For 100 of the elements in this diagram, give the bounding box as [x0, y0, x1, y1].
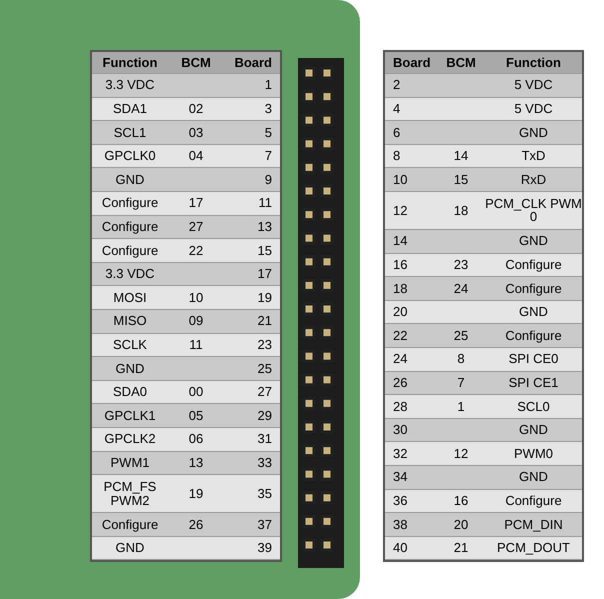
- board-pin-number: 32: [393, 446, 408, 460]
- board-pin-number: 27: [258, 385, 272, 399]
- board-pin-number: 1: [264, 78, 272, 92]
- board-pin-number: 4: [393, 102, 400, 116]
- board-pin-number: 7: [264, 149, 272, 163]
- pin-function: GND: [519, 305, 548, 319]
- pin-function: Configure: [102, 196, 158, 210]
- board-pin-number: 22: [393, 328, 408, 342]
- pin-function: SPI CE1: [508, 376, 558, 390]
- column-header: BCM: [446, 56, 476, 70]
- pin-function: 5 VDC: [514, 102, 553, 116]
- board-pin-number: 14: [393, 234, 408, 248]
- board-pin-number: 31: [258, 432, 272, 446]
- board-pin-number: 21: [258, 314, 272, 328]
- pin-function: GND: [116, 172, 144, 186]
- board-pin-number: 12: [393, 204, 408, 218]
- board-pin-number: 34: [393, 470, 408, 484]
- board-pin-number: 28: [393, 400, 408, 414]
- board-pin-number: 25: [258, 362, 272, 376]
- board-pin-number: 5: [264, 126, 272, 140]
- board-pin-number: 9: [264, 172, 272, 186]
- pin-function: PCM_FS PWM2: [102, 480, 158, 508]
- board-pin-number: 26: [393, 376, 408, 390]
- board-pin-number: 29: [258, 408, 272, 422]
- bcm-number: 27: [188, 220, 204, 234]
- bcm-number: 15: [454, 172, 468, 186]
- pin-function: PWM0: [514, 446, 553, 460]
- board-pin-number: 40: [393, 541, 408, 555]
- pin-function: 3.3 VDC: [105, 78, 155, 92]
- bcm-number: 7: [457, 376, 465, 390]
- board-pin-number: 37: [258, 518, 272, 532]
- pin-function: Configure: [102, 518, 158, 532]
- board-pin-number: 3: [264, 102, 272, 116]
- board-pin-number: 30: [393, 423, 408, 437]
- pin-function: Configure: [505, 258, 562, 272]
- pin-function: GPCLK1: [104, 408, 156, 422]
- bcm-number: 24: [454, 282, 468, 296]
- board-pin-number: 19: [258, 290, 272, 304]
- bcm-number: 05: [188, 408, 204, 422]
- bcm-number: 1: [457, 400, 465, 414]
- bcm-number: 18: [454, 204, 468, 218]
- pin-function: GND: [116, 541, 144, 555]
- bcm-number: 10: [188, 290, 204, 304]
- pin-function: Configure: [505, 328, 562, 342]
- board-pin-number: 6: [393, 126, 400, 140]
- pin-function: PWM1: [110, 456, 150, 470]
- pin-function: TxD: [522, 149, 546, 163]
- bcm-number: 20: [454, 518, 468, 532]
- column-header: BCM: [181, 56, 211, 70]
- bcm-number: 16: [454, 494, 468, 508]
- column-header: Function: [102, 56, 158, 70]
- pin-function: RxD: [520, 172, 546, 186]
- pin-function: Configure: [102, 220, 158, 234]
- pin-function: MISO: [113, 314, 147, 328]
- board-pin-number: 18: [393, 282, 408, 296]
- board-pin-number: 8: [393, 149, 400, 163]
- board-pin-number: 2: [393, 78, 400, 92]
- pin-function: SDA0: [113, 385, 147, 399]
- pin-function: PCM_DIN: [504, 518, 563, 532]
- bcm-number: 11: [189, 338, 203, 352]
- pin-function: Configure: [505, 494, 562, 508]
- pin-function: GND: [519, 423, 548, 437]
- pin-function: GPCLK0: [104, 149, 156, 163]
- column-header: Board: [234, 56, 272, 70]
- bcm-number: 02: [188, 102, 204, 116]
- pin-function: Configure: [505, 282, 562, 296]
- bcm-number: 14: [454, 149, 468, 163]
- column-header: Function: [506, 56, 561, 70]
- pin-function: MOSI: [113, 290, 147, 304]
- pin-function: SCL1: [114, 126, 146, 140]
- bcm-number: 12: [454, 446, 468, 460]
- pin-function: GND: [519, 470, 548, 484]
- pin-function: GND: [116, 362, 144, 376]
- bcm-number: 19: [188, 486, 204, 500]
- board-pin-number: 16: [393, 258, 408, 272]
- bcm-number: 17: [188, 196, 204, 210]
- board-pin-number: 23: [258, 338, 272, 352]
- bcm-number: 26: [188, 518, 204, 532]
- pin-function: PCM_CLK PWM 0: [485, 196, 582, 224]
- bcm-number: 09: [188, 314, 204, 328]
- pin-function: GPCLK2: [104, 432, 156, 446]
- board-pin-number: 11: [258, 196, 272, 210]
- bcm-number: 13: [188, 456, 204, 470]
- bcm-number: 22: [188, 244, 204, 258]
- pin-function: GND: [519, 126, 548, 140]
- pin-function: 5 VDC: [514, 78, 553, 92]
- board-pin-number: 35: [258, 486, 272, 500]
- board-pin-number: 20: [393, 305, 408, 319]
- bcm-number: 00: [188, 385, 204, 399]
- pin-function: PCM_DOUT: [497, 541, 570, 555]
- board-pin-number: 39: [258, 541, 272, 555]
- bcm-number: 04: [188, 149, 204, 163]
- board-pin-number: 15: [258, 244, 272, 258]
- pin-function: Configure: [102, 244, 158, 258]
- bcm-number: 25: [454, 328, 468, 342]
- column-header: Board: [393, 56, 431, 70]
- bcm-number: 21: [454, 541, 468, 555]
- board-pin-number: 17: [258, 267, 272, 281]
- pin-function: SCL0: [517, 400, 550, 414]
- bcm-number: 8: [457, 352, 465, 366]
